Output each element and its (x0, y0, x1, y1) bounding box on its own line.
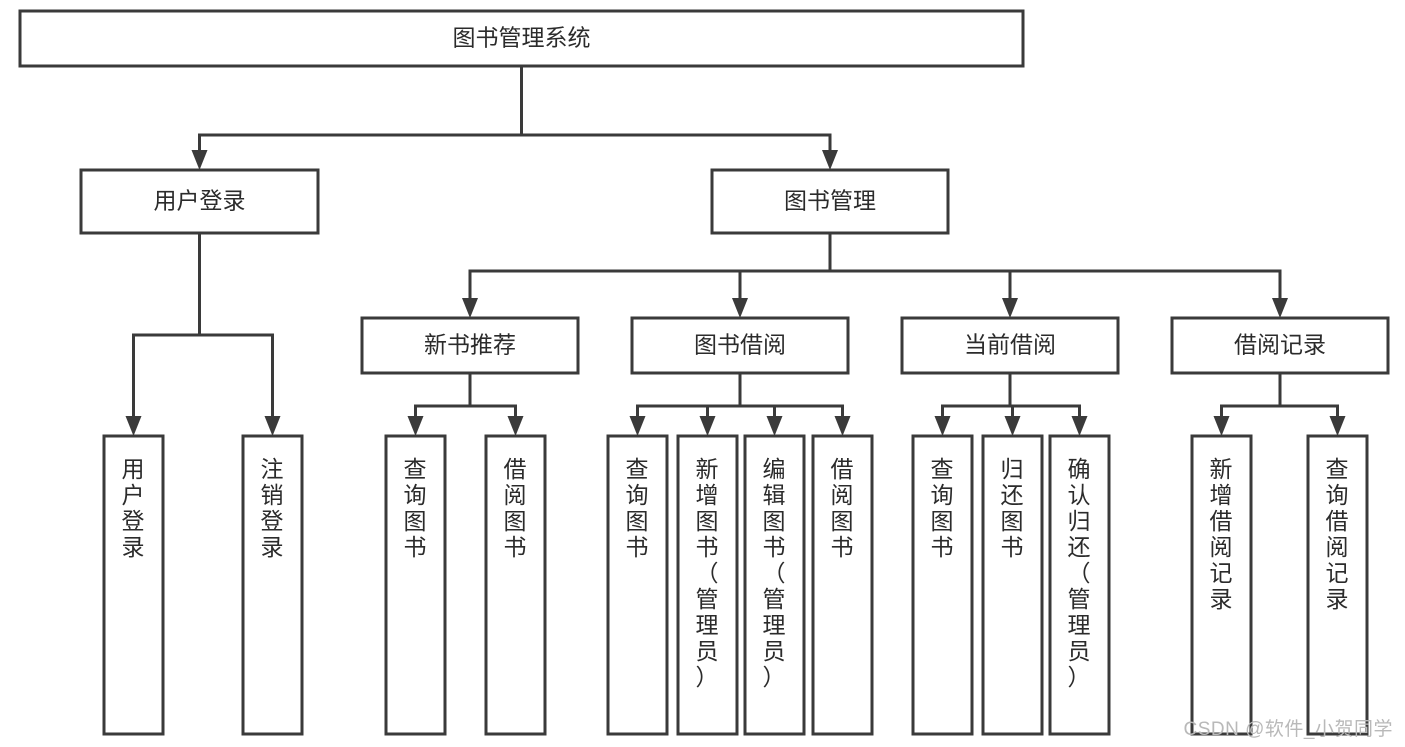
arrow-head-icon (1004, 416, 1021, 436)
node-leaf6[interactable]: 新增图书（管理员） (676, 434, 739, 736)
arrow-head-icon (834, 416, 851, 436)
arrow-head-icon (766, 416, 783, 436)
node-box[interactable] (484, 434, 547, 736)
node-box[interactable] (811, 434, 874, 736)
node-box[interactable] (630, 316, 850, 375)
connector-group-login (125, 231, 281, 436)
node-label: 用户登录 (154, 188, 246, 214)
arrow-head-icon (264, 416, 281, 436)
node-label: 当前借阅 (964, 332, 1056, 358)
watermark-label: CSDN @软件_小贺同学 (1183, 719, 1393, 740)
node-box[interactable] (1306, 434, 1369, 736)
node-label: 图书管理 (784, 188, 876, 214)
node-box[interactable] (79, 168, 320, 235)
node-label: 查询借阅记录 (1326, 456, 1350, 612)
connector-group-bookmgmt (462, 231, 1288, 318)
arrow-head-icon (1071, 416, 1088, 436)
node-label: 归还图书 (1001, 456, 1025, 560)
node-box[interactable] (1190, 434, 1253, 736)
node-box[interactable] (900, 316, 1120, 375)
node-box[interactable] (606, 434, 669, 736)
node-leaf10[interactable]: 归还图书 (981, 434, 1044, 736)
node-box[interactable] (911, 434, 974, 736)
node-leaf4[interactable]: 借阅图书 (484, 434, 547, 736)
arrow-head-icon (1002, 298, 1018, 318)
node-label: 新增图书（管理员） (696, 456, 720, 690)
node-box[interactable] (710, 168, 950, 235)
node-label: 借阅图书 (504, 456, 528, 560)
node-label: 借阅图书 (831, 456, 855, 560)
node-label: 新书推荐 (424, 332, 516, 358)
node-newbook[interactable]: 新书推荐 (360, 316, 580, 375)
connector-group-borrow (629, 371, 851, 436)
node-label: 确认归还（管理员） (1068, 456, 1092, 690)
node-leaf12[interactable]: 新增借阅记录 (1190, 434, 1253, 736)
node-box[interactable] (102, 434, 165, 736)
node-box[interactable] (1048, 434, 1111, 736)
node-label: 新增借阅记录 (1210, 456, 1234, 612)
connector-group-root (191, 64, 838, 170)
connector-layer (125, 64, 1346, 436)
arrow-head-icon (699, 416, 716, 436)
node-leaf7[interactable]: 编辑图书（管理员） (743, 434, 806, 736)
node-label: 图书借阅 (694, 332, 786, 358)
node-box[interactable] (743, 434, 806, 736)
arrow-head-icon (1329, 416, 1346, 436)
connector-group-newbook (407, 371, 524, 436)
node-label: 查询图书 (404, 456, 428, 560)
node-label: 用户登录 (122, 456, 146, 560)
node-box[interactable] (241, 434, 304, 736)
arrow-head-icon (507, 416, 524, 436)
arrow-head-icon (822, 150, 838, 170)
arrow-head-icon (629, 416, 646, 436)
arrow-head-icon (934, 416, 951, 436)
node-layer: 图书管理系统用户登录图书管理新书推荐图书借阅当前借阅借阅记录用户登录注销登录查询… (18, 9, 1390, 736)
node-label: 查询图书 (931, 456, 955, 560)
node-current[interactable]: 当前借阅 (900, 316, 1120, 375)
node-leaf5[interactable]: 查询图书 (606, 434, 669, 736)
node-root[interactable]: 图书管理系统 (18, 9, 1025, 68)
node-box[interactable] (981, 434, 1044, 736)
node-borrow[interactable]: 图书借阅 (630, 316, 850, 375)
node-leaf1[interactable]: 用户登录 (102, 434, 165, 736)
arrow-head-icon (462, 298, 478, 318)
arrow-head-icon (1213, 416, 1230, 436)
node-label: 注销登录 (261, 456, 285, 560)
node-label: 借阅记录 (1234, 332, 1326, 358)
node-label: 查询图书 (626, 456, 650, 560)
node-box[interactable] (18, 9, 1025, 68)
node-box[interactable] (676, 434, 739, 736)
node-leaf8[interactable]: 借阅图书 (811, 434, 874, 736)
node-leaf9[interactable]: 查询图书 (911, 434, 974, 736)
node-bookmgmt[interactable]: 图书管理 (710, 168, 950, 235)
arrow-head-icon (191, 150, 208, 170)
node-box[interactable] (384, 434, 447, 736)
node-leaf2[interactable]: 注销登录 (241, 434, 304, 736)
arrow-head-icon (732, 298, 748, 318)
node-records[interactable]: 借阅记录 (1170, 316, 1390, 375)
node-leaf3[interactable]: 查询图书 (384, 434, 447, 736)
arrow-head-icon (125, 416, 142, 436)
node-box[interactable] (360, 316, 580, 375)
node-box[interactable] (1170, 316, 1390, 375)
node-label: 编辑图书（管理员） (763, 456, 787, 690)
connector-group-current (934, 371, 1088, 436)
node-label: 图书管理系统 (453, 25, 591, 51)
arrow-head-icon (407, 416, 424, 436)
connector-group-records (1213, 371, 1346, 436)
node-leaf13[interactable]: 查询借阅记录 (1306, 434, 1369, 736)
node-leaf11[interactable]: 确认归还（管理员） (1048, 434, 1111, 736)
node-login[interactable]: 用户登录 (79, 168, 320, 235)
arrow-head-icon (1272, 298, 1288, 318)
